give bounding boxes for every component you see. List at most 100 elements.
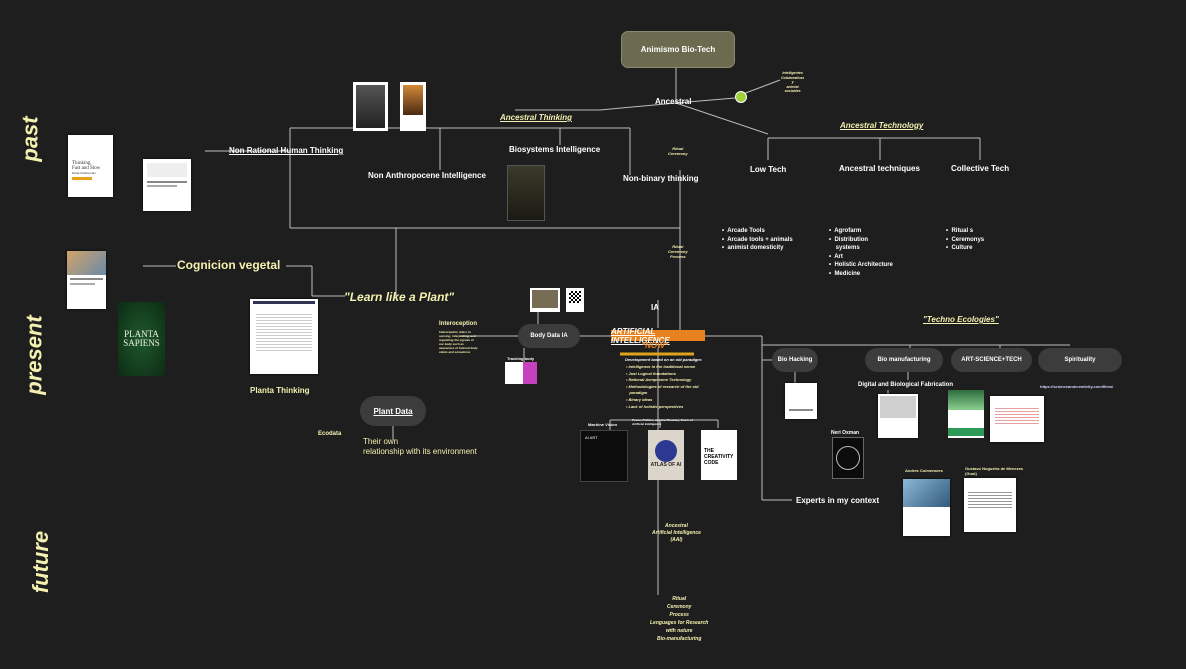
list-item: • Medicine	[829, 270, 861, 277]
list-item: • Arcade Tools	[722, 228, 765, 234]
list-item-text: Methodologies of research of the old	[628, 383, 699, 389]
card-image	[948, 390, 984, 410]
card-image	[67, 251, 106, 275]
list-item: • Just Logical foundations	[626, 370, 676, 376]
cognitive-science-card	[143, 159, 191, 211]
list-item-text: Culture	[951, 245, 973, 252]
experts-label: Experts in my context	[796, 496, 880, 505]
biosystems-label: Biosystems Intelligence	[509, 145, 601, 154]
planta-thinking-document	[250, 299, 318, 374]
machine-vision-label: Machine Vision	[588, 422, 618, 427]
list-item: • Arcade tools + animals	[722, 236, 793, 243]
ancestral-technology-label: Ancestral Technology	[840, 121, 924, 130]
qr-pattern	[569, 291, 581, 303]
list-item-text: Art	[834, 253, 843, 260]
atlas-of-ai-book: ATLAS OF AI	[648, 430, 684, 480]
science-creativity-url[interactable]: https://scienceandcreativity.com/films/	[1040, 384, 1114, 389]
ai-title-box: ARTIFICIAL INTELLIGENCE	[611, 327, 705, 345]
bio-hacking-node[interactable]: Bio Hacking	[772, 348, 818, 372]
ancestral-icon	[735, 91, 747, 103]
spirituality-node[interactable]: Spirituality	[1038, 348, 1122, 372]
gustavo-label: Gustavo Nogueira de Menezes (Gust)	[965, 466, 1024, 476]
card-line	[70, 283, 95, 285]
list-item: • Lack of holistic perspectives	[626, 403, 684, 409]
collective-tech-label: Collective Tech	[951, 164, 1010, 173]
list-item: systems	[829, 244, 893, 253]
creativity-code-book: THE CREATIVITY CODE	[701, 430, 737, 480]
side-label-future: future	[28, 530, 54, 594]
card-line	[147, 185, 177, 187]
book-globe	[655, 440, 677, 462]
ai-list: • Intelligence in the traditional sense …	[626, 364, 699, 410]
neri-oxman-label: Neri Oxman	[831, 430, 860, 436]
list-item-text: Just Logical foundations	[628, 370, 676, 376]
low-tech-label: Low Tech	[750, 165, 787, 174]
list-item: • Rational Aempocene Technology	[626, 377, 692, 383]
plant-data-description: Their own relationship with its environm…	[363, 437, 477, 456]
card-image	[880, 396, 916, 418]
planta-thinking-label: Planta Thinking	[250, 386, 310, 395]
root-node-label: Animismo Bio-Tech	[640, 45, 716, 54]
list-item-text: animist domesticity	[727, 245, 784, 252]
non-anthropocene-label: Non Anthropocene Intelligence	[368, 171, 486, 180]
list-item: • animist domesticity	[722, 245, 784, 252]
techno-ecologies-label: "Techno Ecologies"	[923, 315, 999, 324]
list-item-text: paradigm	[629, 390, 648, 396]
art-science-tech-node[interactable]: ART-SCIENCE+TECH	[951, 348, 1032, 372]
list-item-text: Ceremonys	[951, 236, 985, 243]
doc-lines	[256, 312, 312, 352]
plant-data-node[interactable]: Plant Data	[360, 396, 426, 426]
tracking-accent	[523, 362, 537, 384]
list-item: paradigm	[626, 390, 699, 397]
doc-header	[253, 301, 315, 304]
ai-intro: Development based on an old paradigm:	[625, 357, 703, 362]
bio-manufacturing-node[interactable]: Bio manufacturing	[865, 348, 943, 372]
book-title: AI ART	[585, 435, 598, 440]
ai-title: ARTIFICIAL INTELLIGENCE	[611, 326, 670, 345]
circle-pattern	[836, 446, 860, 470]
ia-label: IA	[651, 303, 659, 312]
ritual-ceremony-note: Ritual Ceremony	[668, 146, 688, 156]
list-item-text: Distribution	[834, 236, 869, 243]
card-image	[147, 163, 187, 177]
card-lines	[995, 406, 1039, 426]
list-item-text: Ritual s	[951, 228, 974, 234]
list-item-text: Arcade Tools	[727, 228, 765, 234]
list-item-text: Intelligence in the traditional sense	[628, 364, 696, 369]
biosystems-book	[507, 165, 545, 221]
list-item-text: Medicine	[834, 270, 861, 277]
andres-label: Andres Colmenares	[905, 468, 943, 473]
book-accent	[72, 177, 92, 180]
list-item: • Intelligence in the traditional sense	[626, 364, 696, 369]
side-label-present: present	[21, 315, 47, 395]
video-frame	[532, 290, 558, 308]
book-title: ATLAS OF AI	[650, 462, 682, 468]
body-data-node[interactable]: Body Data IA	[518, 324, 580, 348]
list-item: • Culture	[946, 245, 973, 252]
ancestral-techniques-label: Ancestral techniques	[839, 164, 920, 173]
collective-list: • Ritual s • Ceremonys • Culture	[946, 227, 984, 253]
portrait-image	[356, 85, 385, 128]
tracking-body-image	[505, 362, 537, 384]
root-node[interactable]: Animismo Bio-Tech	[621, 31, 735, 68]
bio-hacking-label: Bio Hacking	[777, 357, 813, 363]
body-data-video	[530, 288, 560, 312]
gustavo-card	[964, 478, 1016, 532]
techniques-list: • Agrofarm • Distribution systems • Art …	[829, 227, 893, 279]
list-item: • Binary ideas	[626, 396, 653, 402]
ai-art-book: AI ART	[580, 430, 628, 482]
list-item-text: Rational Aempocene Technology	[628, 377, 692, 383]
non-binary-label: Non-binary thinking	[623, 174, 699, 183]
book-author: Daniel Kahneman	[72, 171, 96, 175]
bio-manufacturing-label: Bio manufacturing	[877, 357, 931, 363]
qr-code	[566, 288, 584, 312]
learn-like-plant-label: "Learn like a Plant"	[344, 290, 455, 304]
bio-hacking-card	[785, 383, 817, 419]
book-image	[403, 85, 423, 115]
spirituality-card	[990, 396, 1044, 442]
art-science-tech-label: ART-SCIENCE+TECH	[961, 357, 1022, 363]
book-thumbnail	[400, 82, 426, 131]
list-item-text: Holistic Architecture	[834, 262, 893, 269]
list-item-text: systems	[835, 245, 860, 252]
